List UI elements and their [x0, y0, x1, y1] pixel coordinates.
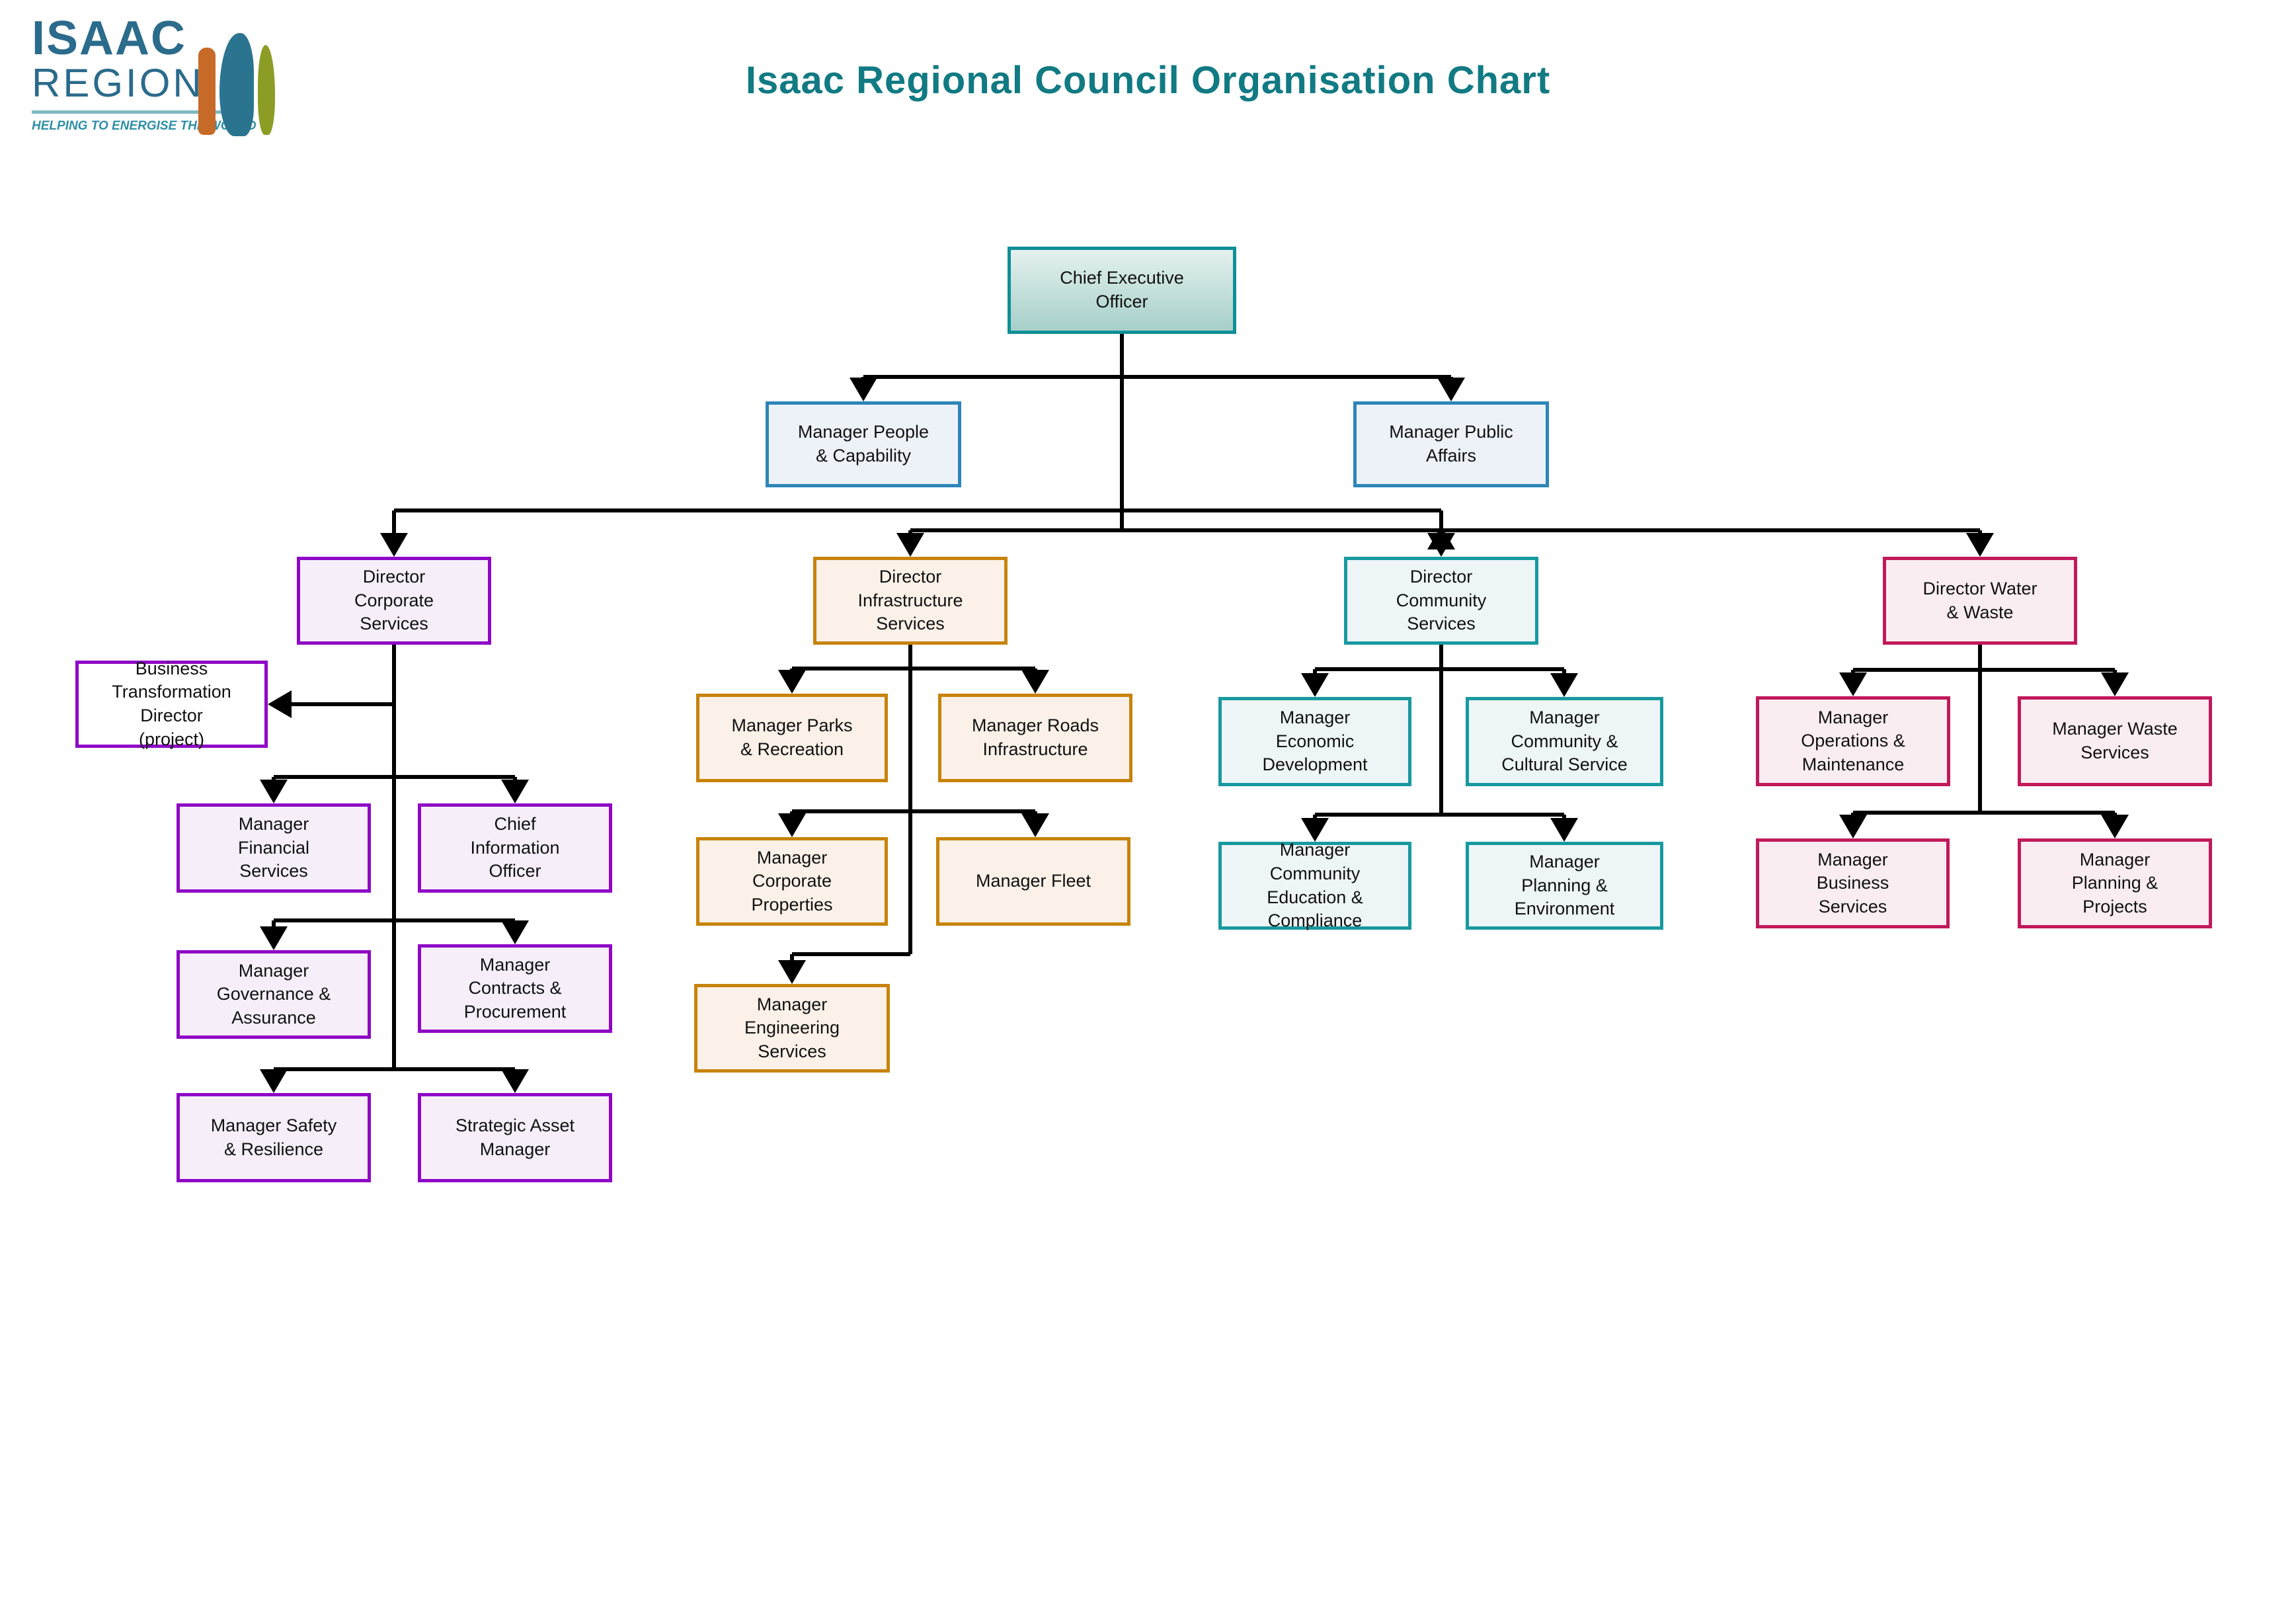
org-node-mcpr: Manager Contracts & Procurement [418, 944, 612, 1033]
down-arrowhead-icon [260, 926, 288, 950]
org-node-mpp: Manager Planning & Projects [2018, 838, 2212, 928]
up-arrowhead-icon [1427, 526, 1455, 549]
org-node-mom: Manager Operations & Maintenance [1756, 696, 1950, 786]
down-arrowhead-icon [501, 780, 529, 803]
logo-mark-icon [198, 33, 284, 139]
down-arrowhead-icon [1301, 818, 1329, 842]
isaac-region-logo: ISAAC REGION HELPING TO ENERGISE THE WOR… [32, 12, 275, 147]
logo-shape-orange [198, 48, 216, 135]
down-arrowhead-icon [778, 960, 806, 984]
logo-word-isaac: ISAAC [32, 12, 187, 65]
org-node-dis: Director Infrastructure Services [813, 557, 1008, 645]
org-node-sam: Strategic Asset Manager [418, 1093, 612, 1182]
down-arrowhead-icon [1839, 672, 1867, 696]
org-node-ceo: Chief Executive Officer [1008, 247, 1236, 334]
down-arrowhead-icon [1301, 673, 1329, 697]
down-arrowhead-icon [260, 1069, 288, 1093]
logo-shape-blue [219, 33, 254, 136]
down-arrowhead-icon [778, 670, 806, 694]
org-node-mri: Manager Roads Infrastructure [938, 694, 1132, 782]
org-node-mws: Manager Waste Services [2018, 696, 2212, 786]
org-node-mccs: Manager Community & Cultural Service [1466, 697, 1663, 786]
down-arrowhead-icon [1550, 818, 1578, 842]
org-node-mga: Manager Governance & Assurance [177, 950, 371, 1039]
org-node-mf: Manager Fleet [936, 837, 1130, 926]
down-arrowhead-icon [2101, 672, 2129, 696]
down-arrowhead-icon [1966, 533, 1994, 557]
org-node-btd: Business Transformation Director (projec… [75, 659, 268, 749]
down-arrowhead-icon [1437, 378, 1465, 401]
org-node-dcoms: Director Community Services [1344, 557, 1538, 645]
left-arrowhead-icon [268, 690, 292, 718]
org-node-dww: Director Water & Waste [1883, 557, 2077, 645]
org-node-dcs: Director Corporate Services [297, 557, 491, 645]
down-arrowhead-icon [896, 533, 924, 557]
down-arrowhead-icon [1021, 813, 1049, 837]
down-arrowhead-icon [850, 378, 877, 401]
down-arrowhead-icon [380, 533, 408, 557]
org-node-mpa: Manager Public Affairs [1353, 401, 1549, 487]
org-node-mpc: Manager People & Capability [766, 401, 961, 487]
logo-divider [32, 110, 250, 114]
page-title: Isaac Regional Council Organisation Char… [745, 59, 1551, 102]
down-arrowhead-icon [1021, 670, 1049, 694]
down-arrowhead-icon [1550, 673, 1578, 697]
org-node-mpr: Manager Parks & Recreation [696, 694, 888, 782]
down-arrowhead-icon [260, 780, 288, 803]
org-node-mes: Manager Engineering Services [694, 984, 890, 1073]
logo-shape-olive [258, 45, 275, 135]
logo-word-region: REGION [32, 61, 204, 105]
down-arrowhead-icon [778, 813, 806, 837]
org-node-mbs: Manager Business Services [1756, 838, 1950, 928]
down-arrowhead-icon [501, 920, 529, 944]
org-node-mpe: Manager Planning & Environment [1466, 842, 1663, 930]
org-node-med: Manager Economic Development [1218, 697, 1411, 786]
org-node-mfs: Manager Financial Services [177, 803, 371, 893]
org-node-mcp: Manager Corporate Properties [696, 837, 888, 926]
down-arrowhead-icon [2101, 815, 2129, 838]
org-node-mcec: Manager Community Education & Compliance [1218, 840, 1411, 930]
down-arrowhead-icon [501, 1069, 529, 1093]
org-node-msr: Manager Safety & Resilience [177, 1093, 371, 1182]
down-arrowhead-icon [1839, 815, 1867, 838]
org-node-cio: Chief Information Officer [418, 803, 612, 893]
